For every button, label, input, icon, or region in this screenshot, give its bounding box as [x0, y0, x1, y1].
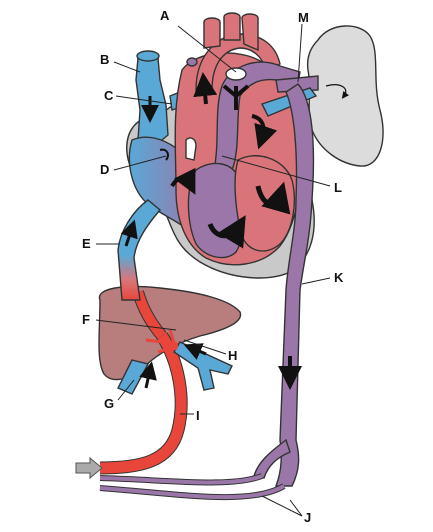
flow-arrow-icon: [222, 84, 250, 110]
leader-j2: [289, 499, 303, 517]
flow-arrow-icon: [207, 215, 246, 249]
umbilical-artery-upper-fill: [99, 474, 263, 485]
label-l: L: [334, 180, 342, 195]
lung: [306, 25, 384, 167]
label-m: M: [298, 10, 309, 25]
label-j: J: [304, 510, 311, 525]
superior-vena-cava: [135, 57, 169, 151]
inflow-arrow-icon: [75, 456, 103, 480]
leader-l: [221, 155, 331, 187]
label-i: I: [196, 408, 200, 423]
label-h: H: [228, 348, 237, 363]
leader-m: [297, 23, 303, 83]
flow-arrow-icon: [159, 148, 169, 161]
label-a: A: [160, 8, 170, 23]
leader-h: [183, 339, 227, 355]
leader-j1: [261, 495, 303, 517]
leader-lines: [95, 23, 331, 517]
umbilical-artery-lower-fill: [99, 484, 286, 500]
leader-b: [113, 61, 141, 73]
umbilical-vein-fill: [99, 332, 187, 474]
lung-flow-arrow-icon: [325, 84, 350, 99]
svc-top-opening: [136, 50, 160, 62]
flow-arrow-icon-group: [120, 72, 302, 390]
foramen-ovale: [185, 137, 197, 161]
leader-d: [113, 155, 167, 171]
flow-arrow-icon: [255, 181, 291, 215]
label-k: K: [334, 270, 344, 285]
label-e: E: [82, 236, 91, 251]
flow-arrow-icon: [251, 114, 278, 150]
leader-k: [301, 277, 331, 285]
label-b: B: [100, 52, 109, 67]
flow-arrow-icon: [139, 361, 157, 389]
ductus-small-vessel: [186, 57, 198, 67]
hepatic-red-branches: [145, 329, 179, 354]
label-g: G: [104, 396, 114, 411]
aortic-bifurcation: [253, 438, 291, 479]
flow-arrow-icon: [193, 72, 218, 105]
inferior-vena-cava: [117, 199, 161, 301]
leader-c: [115, 95, 173, 105]
atrium-opening: [225, 67, 247, 81]
flow-arrow-icon: [183, 343, 207, 360]
flow-arrow-icon: [120, 219, 138, 247]
leader-g: [117, 379, 135, 401]
flow-arrow-icon: [170, 167, 196, 195]
aorta-branch-stems: [203, 17, 259, 52]
label-f: F: [82, 312, 90, 327]
leader-a: [177, 25, 237, 73]
leader-f: [95, 319, 177, 331]
label-c: C: [104, 88, 114, 103]
label-d: D: [100, 162, 109, 177]
